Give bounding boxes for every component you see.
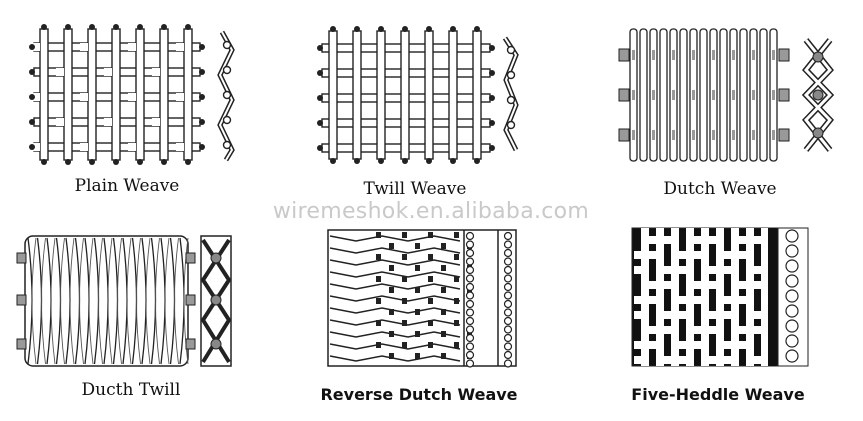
warp-wire xyxy=(716,228,724,366)
weft-wire xyxy=(709,281,724,289)
weft-wire xyxy=(634,296,649,304)
weft-wire xyxy=(739,281,754,289)
watermark: wiremeshok.en.alibaba.com xyxy=(273,199,589,224)
weft-wire xyxy=(754,311,769,319)
weft-wire xyxy=(679,311,694,319)
weft-wire xyxy=(694,236,709,244)
cross-section-wire xyxy=(786,305,798,317)
cross-section-wire xyxy=(786,320,798,332)
warp-wire xyxy=(761,228,769,366)
weft-wire xyxy=(679,251,694,259)
weft-wire xyxy=(694,296,709,304)
weft-wire xyxy=(709,311,724,319)
weft-wire xyxy=(754,326,769,334)
weft-wire xyxy=(649,341,664,349)
weft-wire xyxy=(679,296,694,304)
weft-wire xyxy=(664,356,679,364)
weft-wire xyxy=(694,326,709,334)
cross-section-wire xyxy=(786,335,798,347)
weft-wire xyxy=(694,281,709,289)
weft-wire xyxy=(649,251,664,259)
weft-wire xyxy=(754,281,769,289)
weft-wire xyxy=(724,296,739,304)
weft-wire xyxy=(709,266,724,274)
weft-wire xyxy=(634,251,649,259)
weft-wire xyxy=(724,251,739,259)
weft-wire xyxy=(739,341,754,349)
weft-wire xyxy=(664,311,679,319)
five-heddle-weave-caption: Five-Heddle Weave xyxy=(631,385,804,404)
weft-wire xyxy=(664,281,679,289)
weft-wire xyxy=(754,236,769,244)
weft-wire xyxy=(754,266,769,274)
weft-wire xyxy=(724,356,739,364)
weft-wire xyxy=(649,236,664,244)
cross-section-wire xyxy=(786,275,798,287)
weft-wire xyxy=(679,266,694,274)
weft-wire xyxy=(664,236,679,244)
divider xyxy=(768,228,776,366)
weft-wire xyxy=(649,326,664,334)
weft-wire xyxy=(634,311,649,319)
weft-wire xyxy=(634,356,649,364)
weft-wire xyxy=(649,281,664,289)
weft-wire xyxy=(724,311,739,319)
cross-section-wire xyxy=(786,290,798,302)
weft-wire xyxy=(634,341,649,349)
weft-wire xyxy=(739,326,754,334)
weft-wire xyxy=(739,251,754,259)
weft-wire xyxy=(664,326,679,334)
weft-wire xyxy=(709,326,724,334)
cross-section-wire xyxy=(786,350,798,362)
weft-wire xyxy=(754,356,769,364)
weft-wire xyxy=(679,356,694,364)
weft-wire xyxy=(709,356,724,364)
weft-wire xyxy=(664,266,679,274)
weft-wire xyxy=(739,236,754,244)
weft-wire xyxy=(694,341,709,349)
cross-section-wire xyxy=(786,245,798,257)
weft-wire xyxy=(724,341,739,349)
cross-section-wire xyxy=(786,230,798,242)
weft-wire xyxy=(649,296,664,304)
weft-wire xyxy=(679,341,694,349)
warp-wire xyxy=(671,228,679,366)
weft-wire xyxy=(709,236,724,244)
weft-wire xyxy=(634,266,649,274)
weft-wire xyxy=(739,296,754,304)
weft-wire xyxy=(694,251,709,259)
cross-section-wire xyxy=(786,260,798,272)
weft-wire xyxy=(724,266,739,274)
